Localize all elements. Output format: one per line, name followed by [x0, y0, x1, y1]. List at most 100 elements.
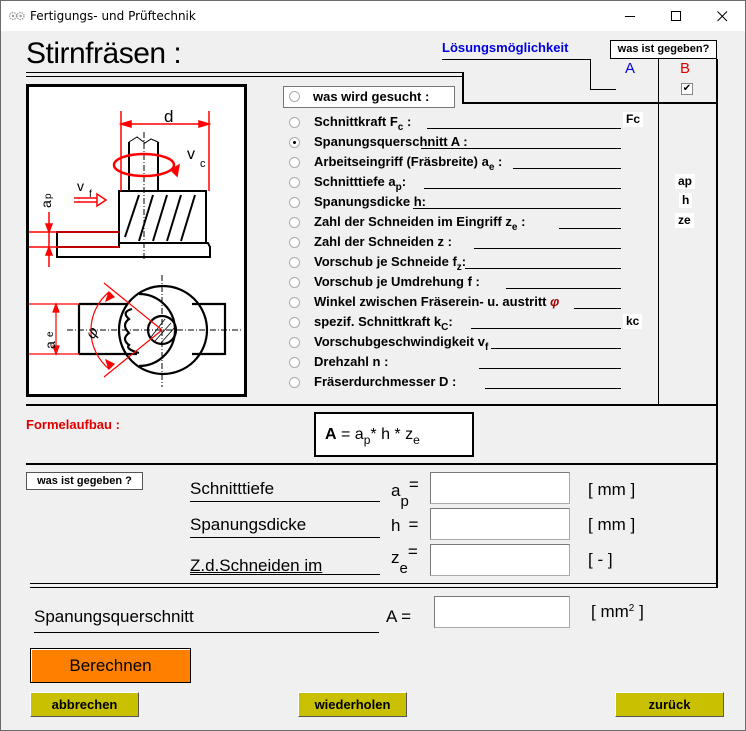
zurueck-button[interactable]: zurück: [615, 692, 724, 717]
formula-sub: e: [413, 433, 420, 447]
formula-lhs: A: [325, 426, 337, 443]
equals: =: [408, 515, 419, 534]
result-underline: [34, 632, 379, 633]
option-suffix: :: [517, 214, 526, 229]
gears-icon: [9, 11, 25, 21]
search-option-radio[interactable]: [289, 317, 300, 328]
title-underline: [26, 72, 324, 73]
close-button[interactable]: [699, 1, 745, 31]
search-option-radio[interactable]: [289, 297, 300, 308]
tag-kc: kc: [623, 314, 643, 329]
abbrechen-button[interactable]: abbrechen: [30, 692, 139, 717]
option-text: Arbeitseingriff (Fräsbreite) a: [314, 154, 489, 169]
symbol-text: h: [391, 516, 401, 535]
answer-line: [471, 328, 621, 329]
connector-line: [590, 89, 616, 90]
search-option-radio[interactable]: [289, 337, 300, 348]
search-option-radio[interactable]: [289, 197, 300, 208]
svg-text:f: f: [89, 189, 92, 200]
unit-ap: [ mm ]: [588, 480, 636, 499]
was-wird-gesucht-header: was wird gesucht :: [283, 86, 455, 108]
connector-line: [590, 59, 591, 89]
solution-label: Lösungsmöglichkeit: [442, 40, 569, 55]
face-milling-illustration: d v c v f a p: [29, 107, 241, 387]
search-option-radio[interactable]: [289, 357, 300, 368]
option-text: Drehzahl n :: [314, 354, 389, 369]
panel-top-border: [462, 102, 718, 104]
search-option-radio[interactable]: [289, 217, 300, 228]
formula-box: A = ap* h * ze: [314, 412, 474, 457]
search-option-radio[interactable]: [289, 117, 300, 128]
minimize-icon: [624, 15, 635, 17]
field-label-schneiden: Z.d.Schneiden im: [190, 556, 323, 575]
search-option-radio[interactable]: [289, 377, 300, 388]
window-title: Fertigungs- und Prüftechnik: [30, 9, 196, 23]
search-option-radio[interactable]: [289, 257, 300, 268]
option-text: Vorschubgeschwindigkeit v: [314, 334, 485, 349]
input-h[interactable]: [430, 508, 570, 540]
search-option-label: Vorschubgeschwindigkeit vf: [314, 334, 488, 353]
symbol-text: a: [391, 481, 401, 500]
option-suffix: :: [461, 254, 467, 269]
berechnen-button[interactable]: Berechnen: [30, 648, 191, 683]
svg-text:c: c: [200, 158, 206, 170]
option-subscript: p: [395, 182, 402, 193]
column-divider: [658, 59, 659, 404]
search-option-radio[interactable]: [289, 157, 300, 168]
answer-line: [479, 368, 621, 369]
search-option-label: Winkel zwischen Fräserein- u. austritt φ: [314, 294, 559, 313]
was-ist-gegeben-top-button[interactable]: was ist gegeben?: [610, 40, 717, 59]
option-text: Spanungsquerschnitt A :: [314, 134, 468, 149]
formula-sub: p: [363, 433, 371, 447]
option-suffix: φ: [550, 294, 560, 309]
connector-line: [324, 72, 462, 73]
option-text: Spanungsdicke h:: [314, 194, 426, 209]
option-subscript: e: [488, 162, 495, 173]
section-divider: [30, 587, 718, 588]
svg-text:p: p: [43, 193, 54, 199]
search-option-radio[interactable]: [289, 237, 300, 248]
maximize-button[interactable]: [653, 1, 699, 31]
option-subscript: c: [397, 122, 404, 133]
gesucht-radio[interactable]: [289, 91, 300, 102]
option-text: Zahl der Schneiden im Eingriff z: [314, 214, 512, 229]
unit-text: [ mm: [591, 602, 629, 621]
unit-sup: 2: [628, 603, 635, 614]
connector-line: [324, 76, 462, 77]
search-option-radio[interactable]: [289, 277, 300, 288]
field-underline: [190, 537, 380, 538]
field-underline: [190, 501, 380, 502]
option-text: Schnittkraft F: [314, 114, 398, 129]
unit-ze: [ - ]: [588, 550, 613, 569]
wiederholen-button[interactable]: wiederholen: [298, 692, 407, 717]
svg-text:φ: φ: [81, 323, 102, 342]
search-option-radio[interactable]: [289, 177, 300, 188]
search-option-label: Zahl der Schneiden im Eingriff ze :: [314, 214, 525, 233]
column-b-checkbox[interactable]: ✔: [681, 83, 693, 95]
title-underline-2: [26, 76, 324, 77]
answer-line: [491, 348, 621, 349]
close-icon: [716, 10, 727, 21]
search-option-label: Vorschub je Schneide fz:: [314, 254, 466, 273]
tag-fc: Fc: [623, 112, 644, 127]
input-ap[interactable]: [430, 472, 570, 504]
option-text: Vorschub je Schneide f: [314, 254, 457, 269]
svg-text:v: v: [77, 178, 84, 194]
search-option-radio[interactable]: [289, 137, 300, 148]
symbol-ap: ap=: [391, 475, 419, 510]
minimize-button[interactable]: [607, 1, 653, 31]
symbol-sub: p: [400, 493, 409, 510]
option-text: Winkel zwischen Fräserein- u. austritt: [314, 294, 551, 309]
option-subscript: C: [441, 322, 449, 333]
input-ze[interactable]: [430, 544, 570, 576]
field-label-spanungsdicke: Spanungsdicke: [190, 515, 307, 534]
answer-line: [513, 168, 621, 169]
answer-line: [427, 128, 621, 129]
search-option-label: Spanungsdicke h:: [314, 194, 426, 213]
was-ist-gegeben-button[interactable]: was ist gegeben ?: [26, 472, 143, 490]
symbol-sub: e: [399, 560, 408, 577]
dim-d-label: d: [164, 107, 173, 126]
svg-text:e: e: [45, 331, 56, 337]
result-output[interactable]: [434, 596, 570, 628]
option-suffix: :: [448, 314, 453, 329]
